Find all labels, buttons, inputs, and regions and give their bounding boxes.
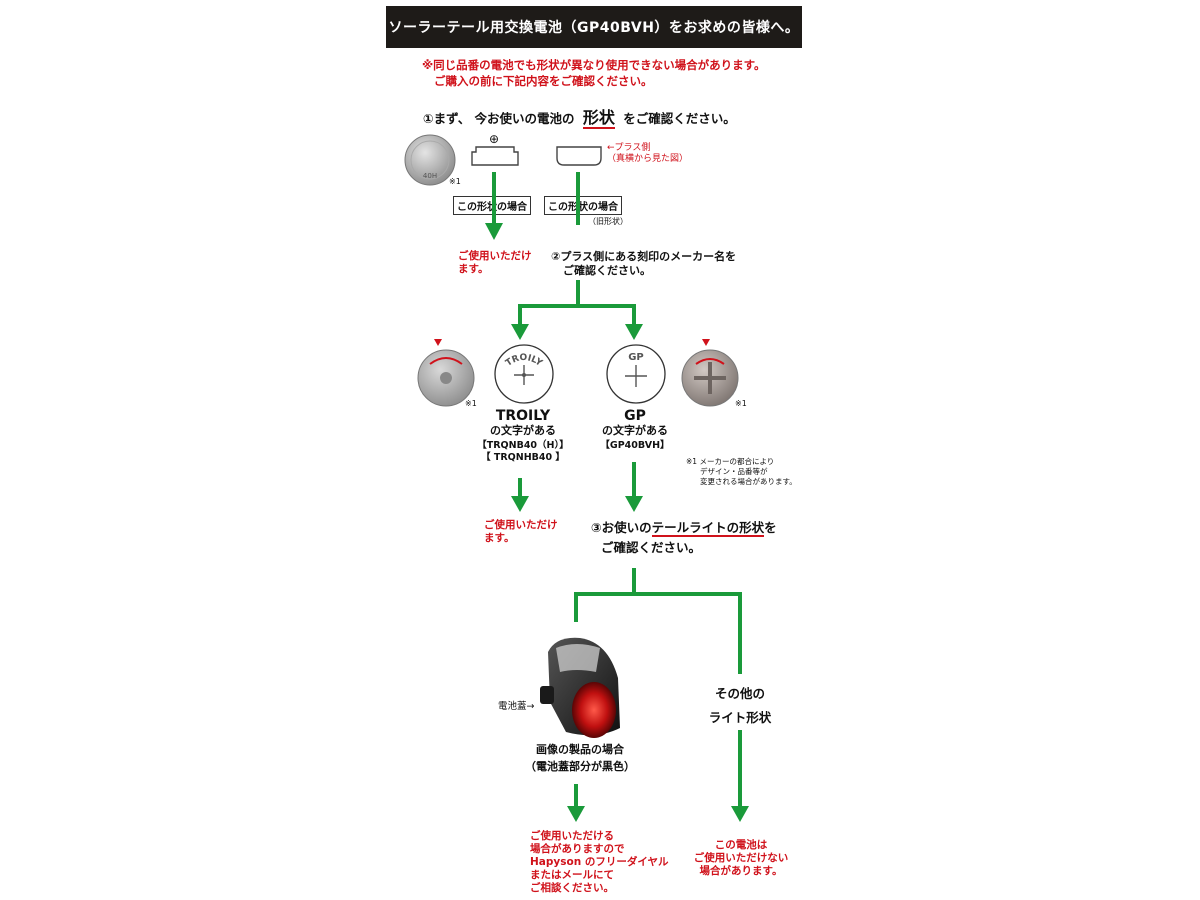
old-shape-label: （旧形状） (588, 217, 628, 226)
arrow-down-icon (731, 806, 749, 822)
result-usable-2-line1: ご使用いただけ (484, 519, 558, 531)
plus-side-note: ←プラス側 （真横から見た図） (607, 143, 688, 165)
gp-logo-icon: GP (606, 344, 666, 404)
plus-side-note-2: （真横から見た図） (607, 154, 689, 164)
result-contact-line4: またはメールにて (530, 869, 614, 881)
step1-suffix: をご確認ください。 (623, 111, 736, 126)
footnote-line1: ※1 メーカーの都合により (686, 457, 775, 466)
step3-emphasis: テールライトの形状 (651, 520, 765, 537)
result-contact-line2: 場合がありますので (530, 843, 625, 855)
light-caption-2: （電池蓋部分が黒色） (525, 760, 635, 773)
result-usable-1: ご使用いただけ ます。 (458, 250, 532, 276)
result-contact-line3: Hapyson のフリーダイヤル (530, 856, 669, 868)
arrow-down-icon (567, 806, 585, 822)
marker-triangle-icon (434, 339, 442, 346)
step3-prefix: ③お使いの (591, 520, 652, 535)
troily-label: TROILY の文字がある 【TRQNB40（H）】 【 TRQNHB40 】 (468, 408, 578, 464)
footnote-line2: デザイン・品番等が (700, 467, 768, 476)
step3-line2: ご確認ください。 (601, 540, 702, 555)
battery-shape-stepped-icon (471, 146, 519, 166)
step3-heading: ③お使いのテールライトの形状を ご確認ください。 (591, 518, 777, 558)
plus-icon: ⊕ (489, 132, 500, 146)
warning-line-1: ※同じ品番の電池でも形状が異なり使用できない場合があります。 (422, 58, 766, 72)
result-ng-line1: この電池は (714, 839, 768, 851)
troily-sub: の文字がある (490, 424, 556, 437)
arrow-down-icon (625, 324, 643, 340)
gp-label: GP の文字がある 【GP40BVH】 (580, 408, 690, 452)
troily-models-2: 【 TRQNHB40 】 (481, 452, 565, 463)
arrow-down-icon (511, 496, 529, 512)
battery-cover-label: 電池蓋→ (498, 701, 535, 712)
light-caption: 画像の製品の場合 （電池蓋部分が黒色） (500, 743, 660, 774)
gp-model: 【GP40BVH】 (600, 440, 670, 451)
other-light-label: その他の ライト形状 (690, 682, 790, 730)
other-light-line1: その他の (714, 686, 765, 701)
arrow-down-icon (625, 496, 643, 512)
note-ref-right: ※1 (735, 399, 747, 408)
step2-line1: ②プラス側にある刻印のメーカー名を (551, 250, 737, 263)
result-usable-2-line2: ます。 (484, 532, 515, 544)
step2-line2: ご確認ください。 (563, 264, 651, 277)
gp-battery-photo (681, 339, 739, 407)
coin-engraving: 40H (423, 172, 437, 180)
tail-light-image (540, 637, 620, 738)
troily-logo-text: TROILY (504, 353, 544, 369)
arrow-down-icon (485, 223, 503, 240)
troily-models-1: 【TRQNB40（H）】 (477, 440, 569, 451)
gp-sub: の文字がある (602, 424, 668, 437)
battery-coin-image: 40H (404, 134, 456, 186)
troily-logo-icon: TROILY (494, 344, 554, 404)
note-ref-1: ※1 (449, 177, 461, 186)
plus-side-note-1: ←プラス側 (607, 143, 651, 153)
svg-text:TROILY: TROILY (504, 353, 544, 369)
note-ref-left: ※1 (465, 399, 477, 408)
page-title: ソーラーテール用交換電池（GP40BVH）をお求めの皆様へ。 (386, 6, 802, 48)
step1-heading: ①まず、 今お使いの電池の 形状 をご確認ください。 (423, 104, 736, 129)
result-usable-1-line1: ご使用いただけ (458, 250, 532, 262)
result-usable-1-line2: ます。 (458, 263, 489, 275)
result-not-usable: この電池は ご使用いただけない 場合があります。 (686, 839, 796, 878)
marker-triangle-icon (702, 339, 710, 346)
light-caption-1: 画像の製品の場合 (536, 743, 624, 756)
result-usable-2: ご使用いただけ ます。 (484, 519, 558, 545)
troily-battery-photo (417, 339, 475, 407)
footnote: ※1 メーカーの都合により デザイン・品番等が 変更される場合があります。 (686, 457, 797, 487)
gp-logo-text: GP (628, 352, 644, 363)
result-ng-line2: ご使用いただけない (693, 852, 789, 864)
result-contact-line5: ご相談ください。 (530, 882, 614, 894)
other-light-line2: ライト形状 (708, 710, 772, 725)
result-contact-line1: ご使用いただける (530, 830, 614, 842)
step3-suffix: を (764, 520, 777, 535)
step1-emphasis: 形状 (582, 108, 615, 129)
step2-heading: ②プラス側にある刻印のメーカー名を ご確認ください。 (551, 250, 736, 278)
troily-title: TROILY (495, 408, 551, 424)
battery-shape-flat-icon (556, 146, 602, 166)
warning-line-2: ご購入の前に下記内容をご確認ください。 (434, 74, 653, 88)
step1-prefix: ①まず、 今お使いの電池の (423, 111, 575, 126)
warning-text: ※同じ品番の電池でも形状が異なり使用できない場合があります。 ご購入の前に下記内… (422, 57, 766, 89)
result-ng-line3: 場合があります。 (699, 865, 783, 877)
gp-title: GP (624, 408, 646, 424)
result-contact: ご使用いただける 場合がありますので Hapyson のフリーダイヤル またはメ… (530, 830, 669, 895)
footnote-line3: 変更される場合があります。 (700, 477, 797, 486)
arrow-down-icon (511, 324, 529, 340)
shape-label-right: この形状の場合 (544, 196, 622, 215)
